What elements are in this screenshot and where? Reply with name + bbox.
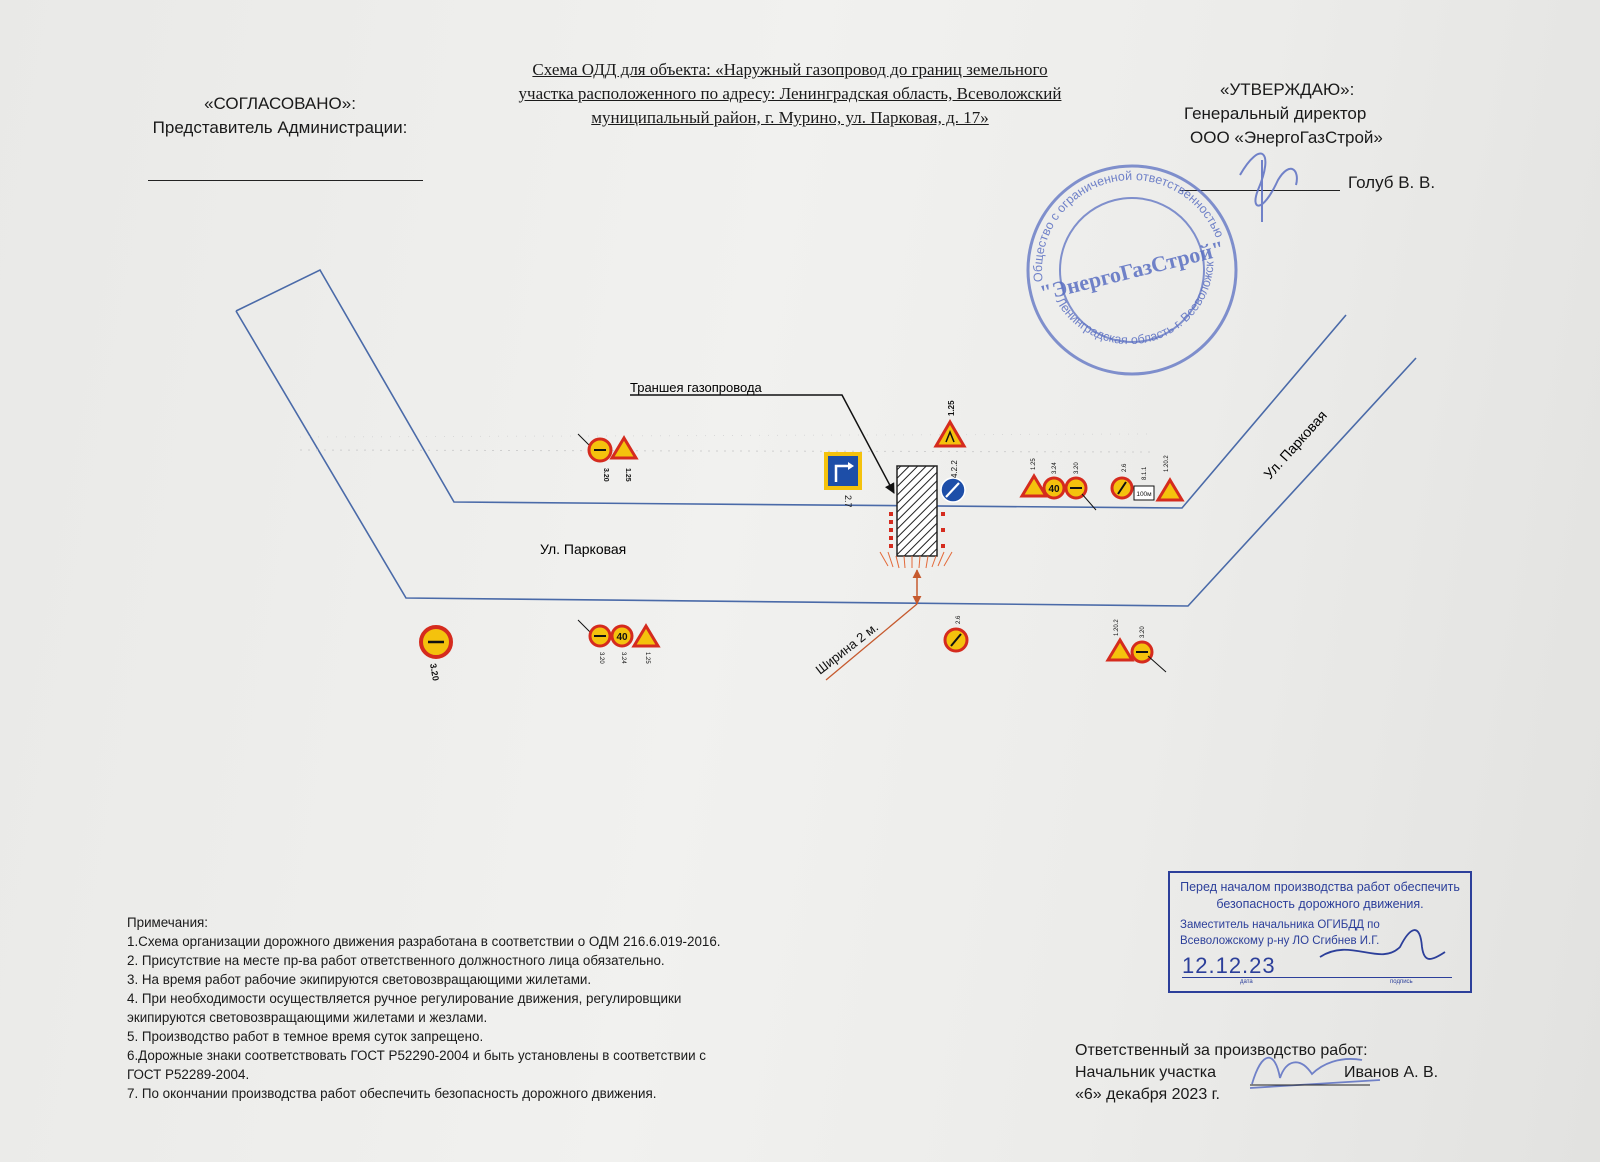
document-title: Схема ОДД для объекта: «Наружный газопро… <box>518 60 1062 127</box>
sign-cluster-upper-right: 40 1.25 3.24 3.20 <box>1019 458 1097 511</box>
note-item: ГОСТ Р52289-2004. <box>127 1067 250 1082</box>
note-item: 7. По окончании производства работ обесп… <box>127 1086 657 1101</box>
stamp-line-4: Всеволожскому р-ну ЛО Сгибнев И.Г. <box>1180 935 1380 947</box>
road-outline <box>235 268 1417 607</box>
sign-code-4-2-2: 4.2.2 <box>950 460 959 478</box>
note-item: 4. При необходимости осуществляется ручн… <box>127 991 682 1006</box>
faint-guide <box>299 449 1151 453</box>
sign-4-2-2: 4.2.2 <box>940 460 966 503</box>
stamp-line-2: безопасность дорожного движения. <box>1216 897 1424 911</box>
street-label-diagonal: Ул. Парковая <box>1260 407 1330 482</box>
trench-leader-arrow <box>630 394 895 494</box>
road-upper-edge <box>235 268 1347 509</box>
sign-code-3-20: 3.20 <box>598 652 604 664</box>
sign-code-3-20: 3.20 <box>1074 462 1080 474</box>
sign-3-20-left: 3.20 <box>419 625 453 682</box>
responsible-role: Начальник участка <box>1075 1064 1217 1081</box>
notes-heading: Примечания: <box>127 915 209 930</box>
agreed-label: «СОГЛАСОВАНО»: <box>204 94 356 113</box>
note-item: 2. Присутствие на месте пр-ва работ отве… <box>127 953 665 968</box>
faint-guide <box>299 433 1151 438</box>
director-signature <box>1239 152 1298 222</box>
sign-1-25-roadworks <box>609 435 639 460</box>
responsible-signature <box>1249 1056 1381 1089</box>
sign-cluster-far-right-upper: 100м 2.6 8.1.1 1.20.2 <box>1110 455 1185 502</box>
sign-code-1-25: 1.25 <box>624 468 631 482</box>
approve-role: Генеральный директор <box>1184 104 1367 123</box>
agreed-role: Представитель Администрации: <box>152 118 408 137</box>
speed-limit-value: 40 <box>1048 484 1060 495</box>
note-item: 5. Производство работ в темное время сут… <box>127 1029 484 1044</box>
stamp-line-3: Заместитель начальника ОГИБДД по <box>1180 919 1380 931</box>
note-item: экипируются световозвращающими жилетами … <box>127 1010 488 1025</box>
road-lower-edge <box>235 310 1417 607</box>
sign-2-6-lower: 2.6 <box>943 615 969 653</box>
sign-code-3-24: 3.24 <box>620 652 626 664</box>
sign-2-7-face <box>828 456 858 486</box>
width-label: Ширина 2 м. <box>813 619 881 677</box>
sign-2-7: 2.7 <box>824 452 862 508</box>
sign-1-20-2-narrowing <box>1155 477 1185 502</box>
sign-code-1-25: 1.25 <box>947 400 956 416</box>
plate-8-1-1 <box>1133 485 1155 501</box>
barrier-right <box>941 512 945 548</box>
agreed-signature-line <box>148 180 423 181</box>
barrier-left <box>889 512 893 548</box>
sign-1-25-roadworks-top: 1.25 <box>933 400 967 448</box>
sign-code-2-6: 2.6 <box>956 615 962 624</box>
street-label-horizontal: Ул. Парковая <box>540 541 626 557</box>
sign-code-2-7: 2.7 <box>843 495 853 508</box>
responsible-line-1: Ответственный за производство работ: <box>1075 1042 1368 1059</box>
trench-label: Траншея газопровода <box>630 380 763 395</box>
stamp-caption-date: дата <box>1240 979 1253 985</box>
sign-cluster-upper-left: 3.20 1.25 <box>577 433 639 482</box>
trench-hatched-area <box>896 465 938 557</box>
sign-3-24-speed-limit <box>610 624 634 648</box>
width-leader-line <box>825 603 918 681</box>
plate-distance-value: 100м <box>1136 491 1152 498</box>
company-seal: Общество с ограниченной ответственностью… <box>1010 148 1238 376</box>
stamp-date: 12.12.23 <box>1182 953 1276 978</box>
sign-1-25-roadworks <box>1019 473 1049 498</box>
sign-code-3-20: 3.20 <box>602 468 609 482</box>
sign-1-20-2-narrowing <box>1105 637 1135 662</box>
note-item: 3. На время работ рабочие экипируются св… <box>127 972 592 987</box>
sign-cluster-lower-right: 1.20.2 3.20 <box>1105 619 1167 673</box>
responsible-date: «6» декабря 2023 г. <box>1075 1086 1220 1103</box>
approve-org: ООО «ЭнергоГазСтрой» <box>1190 128 1383 147</box>
work-zone: Ширина 2 м. <box>813 465 953 681</box>
sign-code-1-25: 1.25 <box>1031 458 1037 470</box>
stamp-signature <box>1319 929 1446 960</box>
approve-block: «УТВЕРЖДАЮ»: Генеральный директор ООО «Э… <box>1170 78 1470 150</box>
responsible-block: Ответственный за производство работ: Нач… <box>1075 1040 1438 1106</box>
stamp-line-1: Перед началом производства работ обеспеч… <box>1180 880 1460 894</box>
sign-code-1-25: 1.25 <box>644 652 650 664</box>
cone-fan <box>879 551 953 569</box>
traffic-police-stamp: Перед началом производства работ обеспеч… <box>1168 871 1472 993</box>
notes-block: Примечания: 1.Схема организации дорожног… <box>127 913 847 1103</box>
sign-code-1-20-2: 1.20.2 <box>1114 619 1120 636</box>
sign-code-3-24: 3.24 <box>1052 462 1058 474</box>
sign-code-2-6: 2.6 <box>1122 463 1128 472</box>
sign-code-3-20: 3.20 <box>428 663 441 682</box>
sign-code-1-20-2: 1.20.2 <box>1164 455 1170 472</box>
stamp-caption-sign: подпись <box>1390 979 1413 985</box>
sign-2-7-arrow <box>834 464 850 482</box>
sign-code-3-20: 3.20 <box>1140 626 1146 638</box>
sign-1-25-roadworks <box>631 623 661 648</box>
approve-name: Голуб В. В. <box>1348 173 1436 192</box>
speed-limit-value: 40 <box>616 632 628 643</box>
agreed-block: «СОГЛАСОВАНО»: Представитель Администрац… <box>130 92 430 140</box>
sign-3-24-speed-limit <box>1042 476 1066 500</box>
approve-signature-line <box>1180 190 1340 191</box>
note-item: 1.Схема организации дорожного движения р… <box>127 934 721 949</box>
sign-code-8-1-1: 8.1.1 <box>1142 466 1148 480</box>
stamp-underline <box>1182 977 1452 978</box>
approve-label: «УТВЕРЖДАЮ»: <box>1220 80 1355 99</box>
sign-cluster-lower-left: 40 3.20 3.24 1.25 <box>577 619 661 664</box>
note-item: 6.Дорожные знаки соответствовать ГОСТ Р5… <box>127 1048 706 1063</box>
responsible-name: Иванов А. В. <box>1344 1064 1439 1081</box>
